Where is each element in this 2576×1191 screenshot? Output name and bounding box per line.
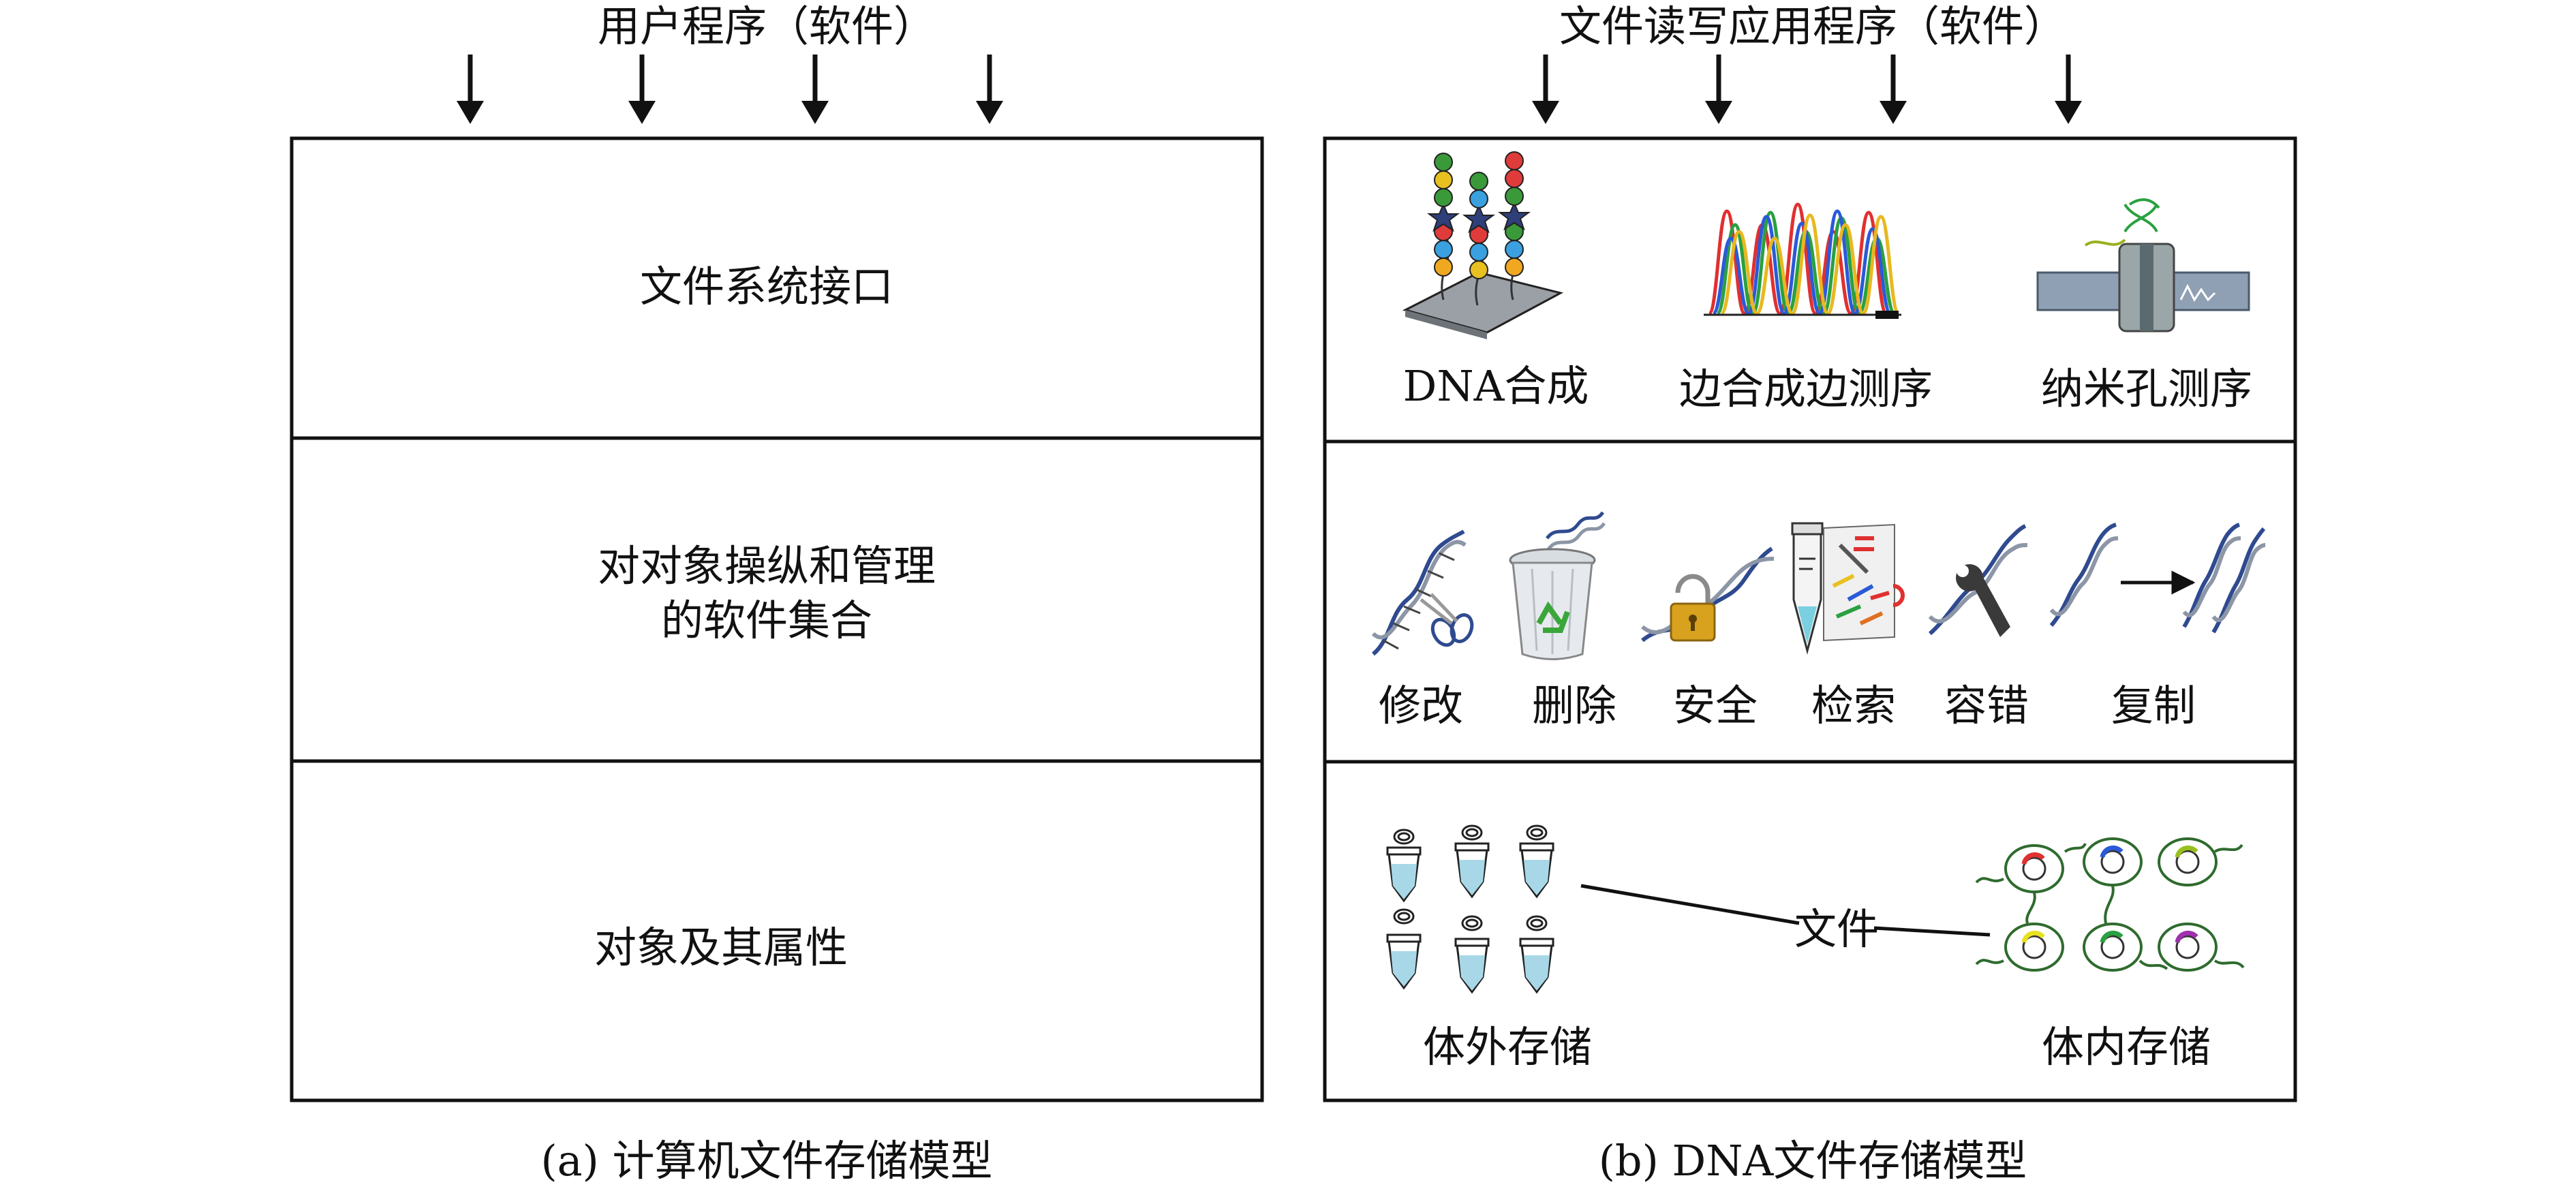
modify-icon	[1371, 529, 1474, 656]
right-caption: (b) DNA文件存储模型	[1599, 1136, 2027, 1186]
op-fault-tolerance: 容错	[1944, 681, 2029, 730]
nanopore-sequencing-icon	[2036, 198, 2250, 332]
left-input-arrows	[457, 55, 1003, 124]
delete-recycle-bin-icon	[1509, 511, 1606, 660]
layer-filesystem-interface: 文件系统接口	[640, 262, 893, 311]
in-vivo-cells-icon	[1975, 837, 2245, 972]
retrieval-icon	[1791, 522, 1905, 655]
layer-object-management-line1: 对对象操纵和管理	[598, 541, 936, 591]
in-vitro-tubes-icon	[1386, 824, 1554, 994]
file-label: 文件	[1794, 904, 1879, 954]
replication-icon	[2049, 523, 2266, 634]
dna-synthesis-icon	[1402, 151, 1564, 339]
sequencing-by-synthesis-icon	[1704, 202, 1901, 319]
op-retrieval: 检索	[1811, 681, 1896, 730]
op-replication: 复制	[2111, 681, 2196, 730]
tech-dna-synthesis: DNA合成	[1403, 361, 1589, 411]
storage-in-vitro: 体外存储	[1423, 1022, 1592, 1072]
op-security: 安全	[1673, 681, 1758, 730]
right-input-arrows	[1532, 55, 2082, 124]
storage-in-vivo: 体内存储	[2042, 1022, 2211, 1072]
security-lock-icon	[1641, 546, 1775, 643]
left-model-box	[290, 136, 1264, 1102]
tech-nanopore-sequencing: 纳米孔测序	[2041, 364, 2252, 414]
left-caption: (a) 计算机文件存储模型	[540, 1136, 992, 1186]
layer-objects-attributes: 对象及其属性	[594, 923, 848, 972]
file-connector-lines	[1580, 884, 1991, 937]
layer-object-management-line2: 的软件集合	[661, 596, 872, 645]
op-delete: 删除	[1532, 681, 1616, 730]
op-modify: 修改	[1379, 681, 1463, 730]
tech-sequencing-by-synthesis: 边合成边测序	[1679, 364, 1933, 414]
right-model-box	[1323, 136, 2297, 1102]
right-header: 文件读写应用程序（软件）	[1559, 1, 2066, 51]
left-header: 用户程序（软件）	[598, 1, 936, 51]
fault-tolerance-wrench-icon	[1928, 524, 2028, 637]
